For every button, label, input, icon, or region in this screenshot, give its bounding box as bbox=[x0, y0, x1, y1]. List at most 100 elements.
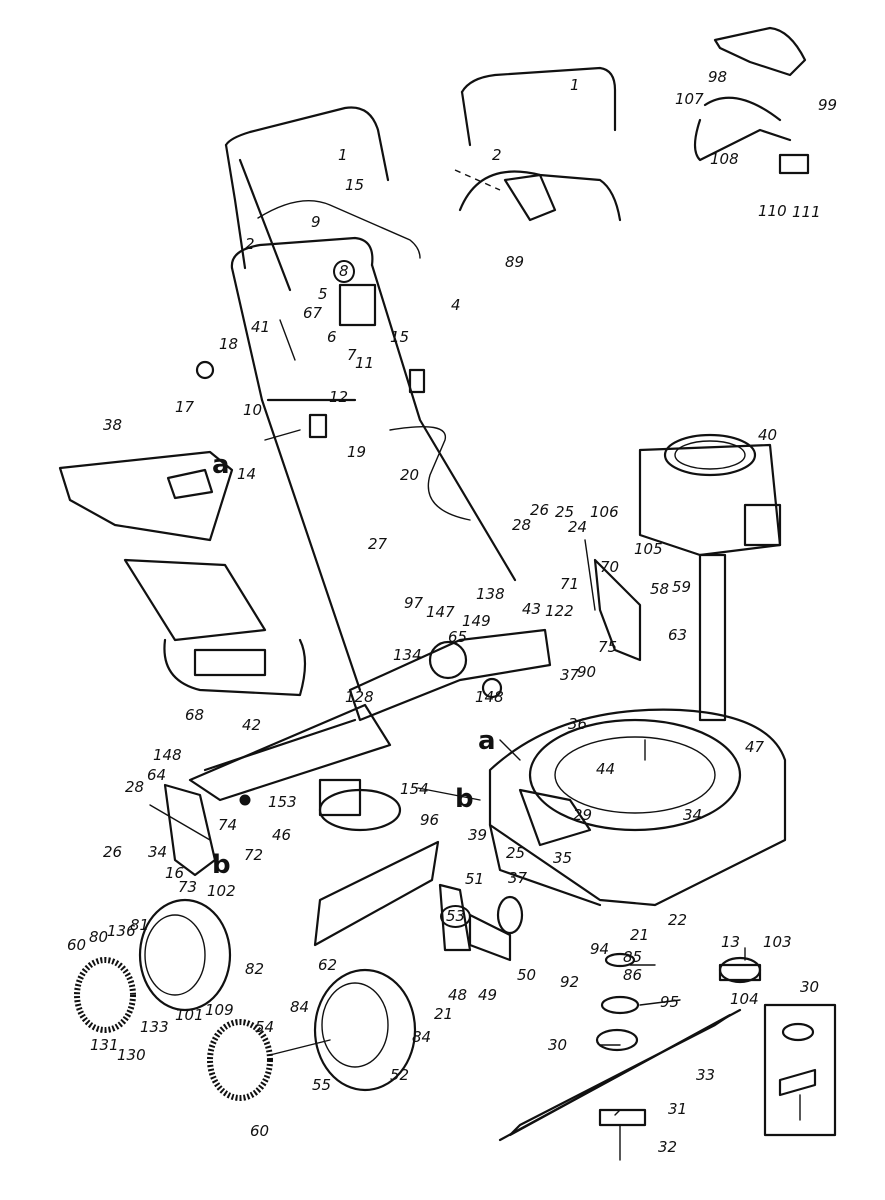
callout-26-a: 26 bbox=[530, 501, 550, 519]
callout-46: 46 bbox=[272, 826, 292, 844]
callout-103: 103 bbox=[763, 933, 792, 951]
callout-101: 101 bbox=[175, 1006, 204, 1024]
callout-30-a: 30 bbox=[548, 1036, 568, 1054]
callout-75: 75 bbox=[598, 638, 618, 656]
callout-53: 53 bbox=[440, 905, 472, 928]
callout-8: 8 bbox=[333, 260, 355, 283]
callout-15-b: 15 bbox=[390, 328, 410, 346]
callout-62: 62 bbox=[318, 956, 338, 974]
callout-95: 95 bbox=[660, 993, 680, 1011]
callout-21-b: 21 bbox=[630, 926, 650, 944]
callout-84-b: 84 bbox=[412, 1028, 432, 1046]
callout-19: 19 bbox=[347, 443, 367, 461]
callout-37-b: 37 bbox=[508, 869, 528, 887]
rear-deflector bbox=[123, 558, 307, 697]
callout-92: 92 bbox=[560, 973, 580, 991]
callout-25-b: 25 bbox=[506, 844, 526, 862]
handle-alt-view bbox=[454, 66, 622, 222]
callout-67: 67 bbox=[303, 304, 323, 322]
callout-33: 33 bbox=[696, 1066, 716, 1084]
callout-154: 154 bbox=[400, 780, 429, 798]
reference-b-bracket: b bbox=[212, 850, 231, 880]
callout-40: 40 bbox=[758, 426, 778, 444]
pulley-104 bbox=[718, 956, 762, 984]
callout-30-b: 30 bbox=[800, 978, 820, 996]
mulch-plug bbox=[318, 778, 402, 832]
callout-70: 70 bbox=[600, 558, 620, 576]
callout-28-a: 28 bbox=[512, 516, 532, 534]
callout-43: 43 bbox=[522, 600, 542, 618]
callout-73: 73 bbox=[178, 878, 198, 896]
callout-63: 63 bbox=[668, 626, 688, 644]
blade-adapter-inset bbox=[763, 1003, 837, 1137]
callout-34-b: 34 bbox=[683, 806, 703, 824]
callout-98: 98 bbox=[708, 68, 728, 86]
callout-96: 96 bbox=[420, 811, 440, 829]
mulch-plate bbox=[188, 703, 392, 802]
callout-1-a: 1 bbox=[338, 146, 348, 164]
callout-36: 36 bbox=[568, 715, 588, 733]
callout-26-b: 26 bbox=[103, 843, 123, 861]
callout-89: 89 bbox=[505, 253, 525, 271]
callout-128: 128 bbox=[345, 688, 374, 706]
callout-138: 138 bbox=[476, 585, 505, 603]
callout-82: 82 bbox=[245, 960, 265, 978]
control-bracket-98 bbox=[693, 26, 810, 175]
callout-7: 7 bbox=[347, 346, 357, 364]
callout-52: 52 bbox=[390, 1066, 410, 1084]
callout-148-a: 148 bbox=[475, 688, 504, 706]
callout-109: 109 bbox=[205, 1001, 234, 1019]
callout-16: 16 bbox=[165, 864, 185, 882]
reference-a-deck: a bbox=[478, 726, 496, 756]
callout-48: 48 bbox=[448, 986, 468, 1004]
rear-height-adjuster bbox=[149, 783, 251, 877]
callout-28-b: 28 bbox=[125, 778, 145, 796]
front-wheel bbox=[207, 968, 417, 1101]
callout-97: 97 bbox=[404, 594, 424, 612]
callout-58: 58 bbox=[650, 580, 670, 598]
callout-68: 68 bbox=[185, 706, 205, 724]
callout-2-b: 2 bbox=[492, 146, 502, 164]
callout-153: 153 bbox=[268, 793, 297, 811]
callout-108: 108 bbox=[710, 150, 739, 168]
callout-71: 71 bbox=[560, 575, 580, 593]
callout-31: 31 bbox=[668, 1100, 688, 1118]
callout-72: 72 bbox=[244, 846, 264, 864]
callout-106: 106 bbox=[590, 503, 619, 521]
callout-21-a: 21 bbox=[434, 1005, 454, 1023]
callout-4: 4 bbox=[451, 296, 461, 314]
callout-110: 110 bbox=[758, 202, 787, 220]
callout-84-a: 84 bbox=[290, 998, 310, 1016]
callout-81: 81 bbox=[130, 916, 150, 934]
callout-104: 104 bbox=[730, 990, 759, 1008]
callout-5: 5 bbox=[318, 285, 328, 303]
upper-handle bbox=[224, 106, 390, 292]
callout-51: 51 bbox=[465, 870, 485, 888]
callout-49: 49 bbox=[478, 986, 498, 1004]
callout-94: 94 bbox=[590, 940, 610, 958]
mower-deck bbox=[488, 708, 787, 907]
callout-13: 13 bbox=[721, 933, 741, 951]
callout-149: 149 bbox=[462, 612, 491, 630]
callout-60-a: 60 bbox=[67, 936, 87, 954]
callout-20: 20 bbox=[400, 466, 420, 484]
callout-1-b: 1 bbox=[570, 76, 580, 94]
callout-50: 50 bbox=[517, 966, 537, 984]
callout-34-a: 34 bbox=[148, 843, 168, 861]
callout-64: 64 bbox=[147, 766, 167, 784]
callout-17: 17 bbox=[175, 398, 195, 416]
leader-lines bbox=[417, 739, 746, 1116]
callout-102: 102 bbox=[207, 882, 236, 900]
blade-deflector bbox=[313, 840, 440, 947]
callout-90: 90 bbox=[577, 663, 597, 681]
callout-107: 107 bbox=[675, 90, 704, 108]
callout-134: 134 bbox=[393, 646, 422, 664]
callout-99: 99 bbox=[818, 96, 838, 114]
callout-47: 47 bbox=[745, 738, 765, 756]
callout-60-b: 60 bbox=[250, 1122, 270, 1140]
cable-and-levers bbox=[195, 283, 471, 521]
callout-55: 55 bbox=[312, 1076, 332, 1094]
callout-38: 38 bbox=[103, 416, 123, 434]
